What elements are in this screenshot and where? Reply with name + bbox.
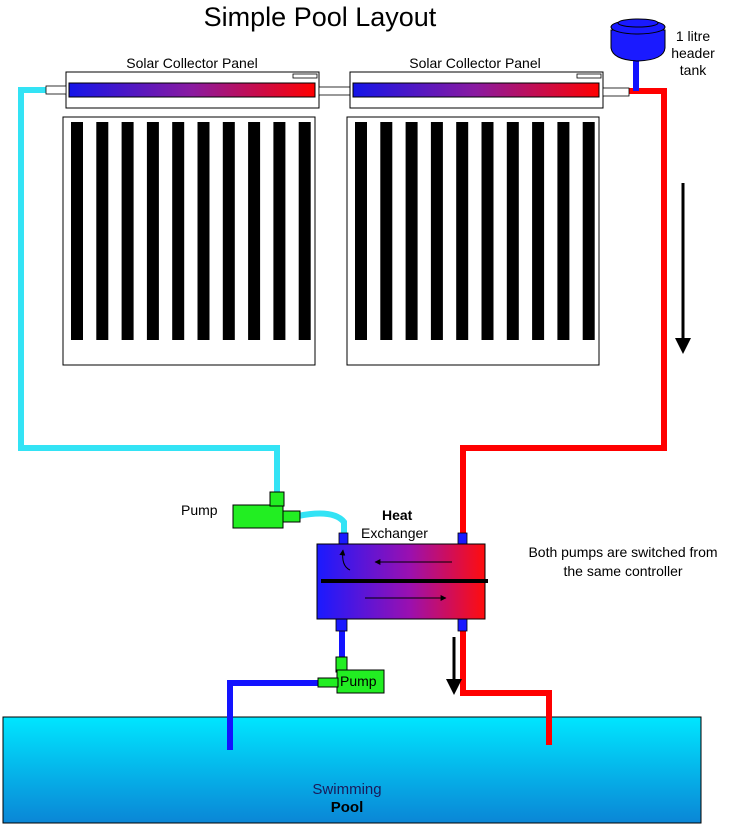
pump-solar-loop (232, 491, 301, 529)
hot-pipe-to-pool (460, 625, 552, 745)
pump-pool-loop (317, 656, 385, 694)
pool-label: Swimming Pool (267, 781, 427, 817)
exchanger-stub-tr (457, 532, 468, 546)
flow-arrow-exchanger (446, 637, 462, 695)
pool-pipe-suction (227, 680, 320, 750)
header-tank (610, 18, 666, 91)
panel-2-label: Solar Collector Panel (409, 55, 541, 71)
absorber-fin (557, 122, 570, 340)
absorber-fin (121, 122, 134, 340)
header-tank-label-line-3: tank (679, 62, 707, 78)
controller-note-line-1: Both pumps are switched from (528, 544, 718, 560)
exchanger-flow-turn (339, 549, 351, 571)
absorber-fin (405, 122, 418, 340)
pump-solar-label: Pump (181, 502, 218, 518)
absorber-fin (430, 122, 443, 340)
cold-pipe-pump-to-exchanger (297, 510, 347, 535)
panel-2-header-tube (352, 82, 600, 98)
panel-1-header-tube (68, 82, 316, 98)
panel-2-absorbers (355, 122, 595, 340)
absorber-fin (355, 122, 367, 340)
absorber-fin (532, 122, 545, 340)
absorber-fin (298, 122, 311, 340)
diagram-title: Simple Pool Layout (203, 2, 437, 32)
absorber-fin (172, 122, 185, 340)
absorber-fin (582, 122, 595, 340)
panel-2-outlet-stub (602, 87, 630, 97)
solar-panel-2 (346, 71, 630, 366)
absorber-fin (380, 122, 393, 340)
pump-pool-label: Pump (340, 673, 377, 689)
exchanger-stub-tl (338, 532, 349, 546)
absorber-fin (248, 122, 261, 340)
header-tank-label-line-2: header (671, 45, 715, 61)
absorber-fin (146, 122, 159, 340)
absorber-fin (222, 122, 235, 340)
panel-1-label: Solar Collector Panel (126, 55, 258, 71)
absorber-fin (506, 122, 519, 340)
controller-note-line-2: the same controller (563, 563, 683, 579)
controller-note: Both pumps are switched from the same co… (508, 543, 738, 581)
heat-exchanger (316, 532, 488, 632)
header-tank-body (610, 29, 666, 62)
flow-arrow-right (675, 183, 691, 354)
cold-pipe-to-panels (18, 87, 280, 492)
header-tank-lid-rim (617, 18, 659, 28)
absorber-fin (96, 122, 109, 340)
absorber-fin (197, 122, 210, 340)
panel-connector (318, 86, 351, 96)
absorber-fin (273, 122, 286, 340)
absorber-fin (71, 122, 83, 340)
solar-panel-1 (45, 71, 320, 366)
pool-label-line-1: Swimming (312, 781, 382, 798)
header-tank-label: 1 litre header tank (658, 28, 728, 79)
swimming-pool (2, 716, 702, 824)
panel-2-header-cap (576, 73, 602, 79)
panel-1-absorbers (71, 122, 311, 340)
heat-exchanger-label-bold: Heat (382, 507, 413, 523)
panel-1-inlet-stub (45, 85, 67, 95)
header-tank-label-line-1: 1 litre (675, 28, 711, 44)
heat-exchanger-label: Exchanger (361, 525, 428, 541)
hot-pipe-from-panels (460, 88, 667, 535)
absorber-fin (456, 122, 469, 340)
panel-1-header-cap (292, 73, 318, 79)
pool-label-line-2: Pool (330, 799, 364, 816)
absorber-fin (481, 122, 494, 340)
